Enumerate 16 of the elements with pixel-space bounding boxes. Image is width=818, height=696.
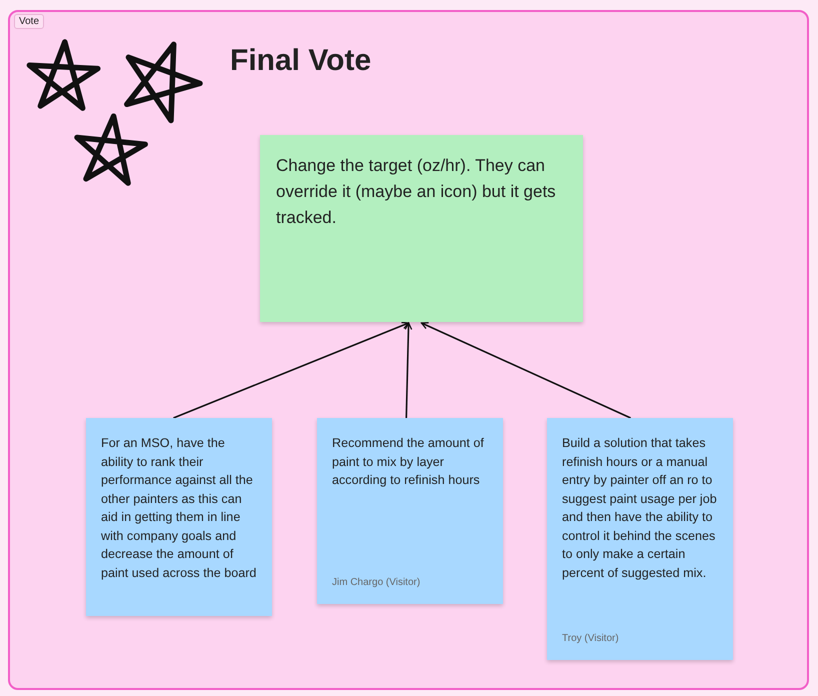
- note-text: For an MSO, have the ability to rank their performance against all the other painters as this can aid in getting them in line with company goals and decrease the amount of paint used across the board: [101, 435, 257, 582]
- section-title: Final Vote: [230, 44, 372, 78]
- sticky-note: [317, 418, 503, 604]
- sticky-note: [260, 135, 583, 322]
- sticky-note: [86, 418, 272, 616]
- arrow: [404, 322, 412, 418]
- sticky-note: [547, 418, 733, 660]
- arrow: [420, 322, 632, 419]
- arrow: [173, 322, 410, 419]
- note-text: Build a solution that takes refinish hours or a manual entry by painter off an ro to suggest paint usage per job and then have the ability to control it behind the scenes to only make a certain percent of suggested mix.: [562, 435, 718, 582]
- author-label: Troy (Visitor): [562, 633, 619, 644]
- section-tag: Vote: [14, 14, 44, 29]
- author-label: Jim Chargo (Visitor): [332, 577, 420, 588]
- section-frame: [8, 10, 809, 690]
- note-text: Change the target (oz/hr). They can override it (maybe an icon) but it gets tracked.: [276, 155, 557, 229]
- note-text: Recommend the amount of paint to mix by layer according to refinish hours: [332, 435, 485, 489]
